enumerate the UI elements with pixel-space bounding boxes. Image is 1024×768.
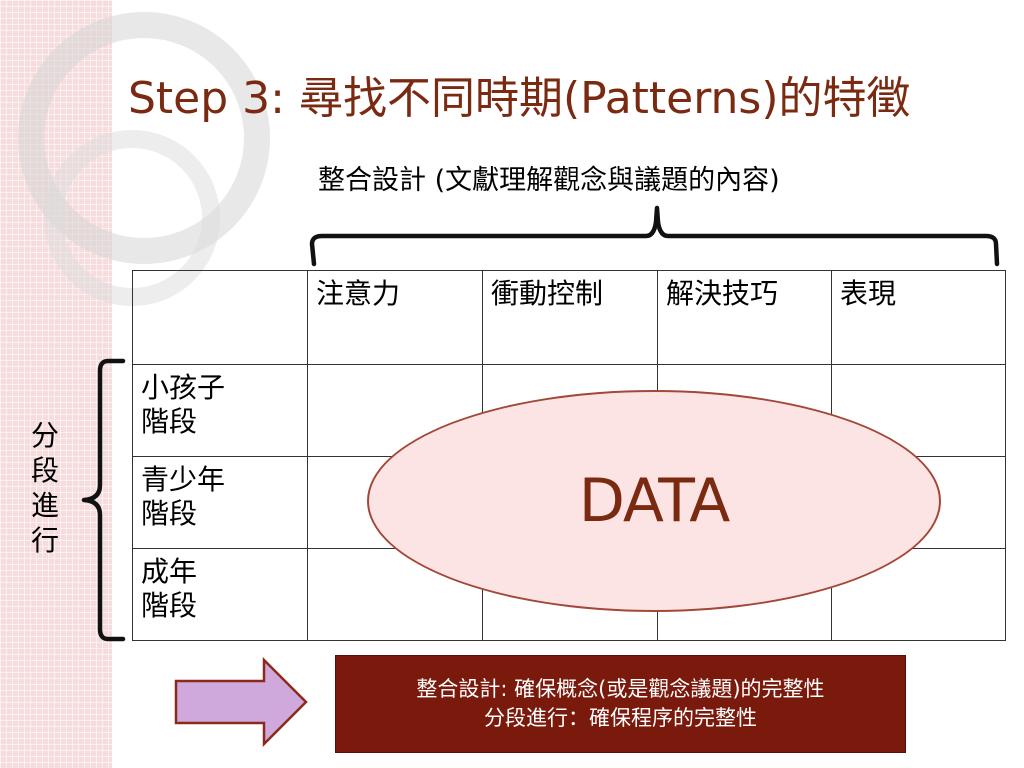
- left-brace-icon: [81, 358, 126, 642]
- table-header-cell: 解決技巧: [657, 270, 832, 365]
- staged-char: 段: [30, 454, 59, 487]
- integrated-design-label: 整合設計 (文獻理解觀念與議題的內容): [318, 165, 780, 196]
- staged-label: 分 段 進 行: [30, 418, 60, 558]
- table-header-cell: 注意力: [307, 270, 483, 365]
- row-label-line: 階段: [141, 497, 198, 530]
- row-label-line: 小孩子: [141, 371, 226, 404]
- row-label: 青少年 階段: [132, 456, 308, 549]
- summary-note-line: 分段進行：確保程序的完整性: [484, 706, 757, 730]
- slide-title: Step 3: 尋找不同時期(Patterns)的特徵: [128, 73, 911, 124]
- staged-char: 進: [30, 489, 59, 522]
- summary-note-line: 整合設計: 確保概念(或是觀念議題)的完整性: [416, 677, 825, 701]
- row-label-line: 青少年: [141, 463, 226, 496]
- right-arrow-icon: [174, 656, 308, 748]
- row-label-line: 成年: [141, 555, 198, 588]
- summary-note: 整合設計: 確保概念(或是觀念議題)的完整性 分段進行：確保程序的完整性: [335, 655, 906, 753]
- row-label: 小孩子 階段: [132, 364, 308, 457]
- data-label: DATA: [578, 466, 731, 536]
- table-header-cell: [132, 270, 308, 365]
- staged-char: 分: [30, 419, 59, 452]
- table-header-cell: 衝動控制: [482, 270, 658, 365]
- row-label: 成年 階段: [132, 548, 308, 641]
- staged-char: 行: [30, 524, 59, 557]
- row-label-line: 階段: [141, 405, 198, 438]
- top-brace-icon: [309, 205, 1000, 267]
- data-ellipse: DATA: [367, 390, 941, 612]
- table-header-row: 注意力 衝動控制 解決技巧 表現: [132, 270, 1006, 365]
- row-label-line: 階段: [141, 589, 198, 622]
- table-header-cell: 表現: [831, 270, 1006, 365]
